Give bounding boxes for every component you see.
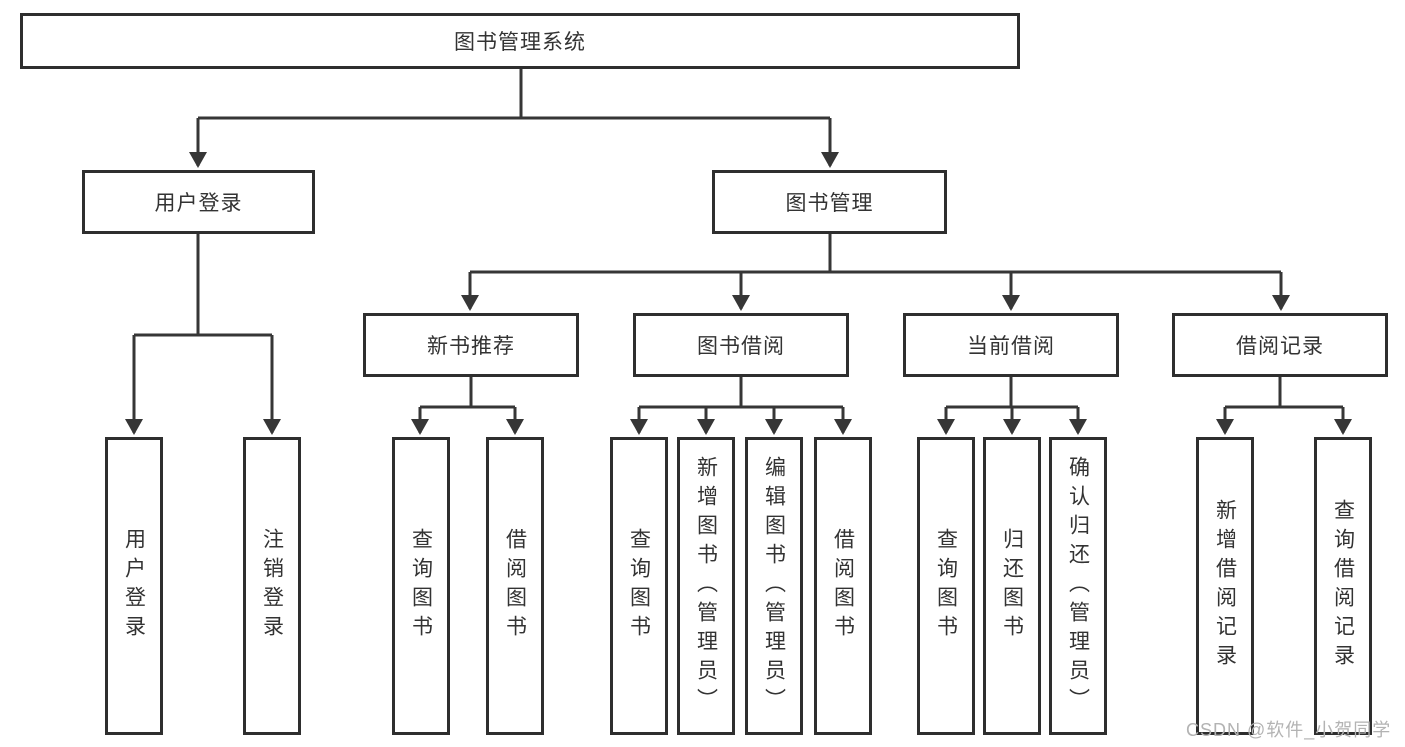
leaf-borrow-books-borrowing: 借阅图书	[814, 437, 872, 735]
leaf-user-login: 用户登录	[105, 437, 163, 735]
node-book-management: 图书管理	[712, 170, 947, 234]
leaf-add-borrow-record: 新增借阅记录	[1196, 437, 1254, 735]
leaf-query-books-recommend: 查询图书	[392, 437, 450, 735]
leaf-query-books-borrowing: 查询图书	[610, 437, 668, 735]
node-user-login: 用户登录	[82, 170, 315, 234]
leaf-query-borrow-record: 查询借阅记录	[1314, 437, 1372, 735]
leaf-edit-books-admin: 编辑图书（管理员）	[745, 437, 803, 735]
node-borrowing-records: 借阅记录	[1172, 313, 1388, 377]
leaf-return-books: 归还图书	[983, 437, 1041, 735]
leaf-logout: 注销登录	[243, 437, 301, 735]
node-current-borrowing: 当前借阅	[903, 313, 1119, 377]
node-book-borrowing: 图书借阅	[633, 313, 849, 377]
node-new-book-recommend: 新书推荐	[363, 313, 579, 377]
leaf-confirm-return-admin: 确认归还（管理员）	[1049, 437, 1107, 735]
csdn-watermark: CSDN @软件_小贺同学	[1186, 720, 1392, 740]
node-library-system: 图书管理系统	[20, 13, 1020, 69]
leaf-query-books-current: 查询图书	[917, 437, 975, 735]
leaf-borrow-books-recommend: 借阅图书	[486, 437, 544, 735]
leaf-add-books-admin: 新增图书（管理员）	[677, 437, 735, 735]
